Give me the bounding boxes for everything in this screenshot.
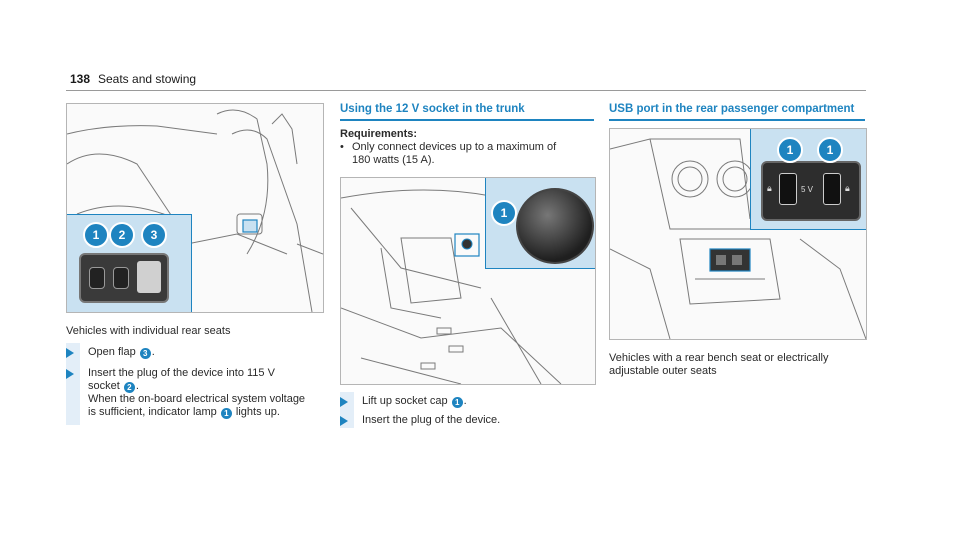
- section-heading-usb-port: USB port in the rear passenger compartme…: [609, 103, 855, 115]
- seat-illustration: [67, 109, 323, 312]
- usb-figure: 🔒︎ 5 V 🔒︎ 1 1: [609, 128, 867, 340]
- figure-badge-2: 2: [109, 222, 135, 248]
- section-heading-trunk-socket: Using the 12 V socket in the trunk: [340, 103, 525, 115]
- socket-icon: [113, 267, 129, 289]
- step-arrow-icon: [340, 397, 348, 407]
- header-divider: [66, 90, 866, 91]
- ref-badge: 1: [451, 397, 463, 408]
- step-insert-device-plug: Insert the plug of the device.: [362, 414, 501, 426]
- step-arrow-icon: [340, 416, 348, 426]
- trunk-illustration: [341, 189, 562, 384]
- section-title: Seats and stowing: [98, 72, 197, 86]
- figure-caption: Vehicles with individual rear seats: [66, 325, 231, 337]
- step-arrow-icon: [66, 369, 74, 379]
- step-insert-plug: Insert the plug of the device into 115 V…: [66, 367, 305, 419]
- requirements: Requirements: • Only connect devices up …: [340, 128, 557, 166]
- usb-voltage-label: 5 V: [801, 185, 814, 194]
- socket-panel: [79, 253, 169, 303]
- step-marker-bar: [66, 343, 80, 425]
- page-number: 138: [70, 72, 91, 86]
- socket-icon: [89, 267, 105, 289]
- step-lift-cap: Lift up socket cap 1.: [340, 395, 467, 408]
- figure-badge-1: 1: [817, 137, 843, 163]
- lock-icon: 🔒︎: [767, 183, 772, 193]
- ref-badge: 3: [139, 348, 151, 359]
- usb-port-icon: [779, 173, 797, 205]
- ref-badge: 1: [220, 408, 232, 419]
- flap: [137, 261, 161, 293]
- ref-badge: 2: [123, 382, 135, 393]
- usb-inset: 🔒︎ 5 V 🔒︎: [750, 129, 866, 230]
- usb-port-icon: [823, 173, 841, 205]
- figure-badge-1: 1: [777, 137, 803, 163]
- step-open-flap: Open flap 3.: [66, 346, 155, 359]
- trunk-figure: 1: [340, 177, 596, 385]
- figure-badge-1: 1: [83, 222, 109, 248]
- lock-icon: 🔒︎: [845, 183, 850, 193]
- step-arrow-icon: [66, 348, 74, 358]
- section-rule: [340, 119, 594, 121]
- rear-seat-figure: 1 2 3: [66, 103, 324, 313]
- figure-badge-3: 3: [141, 222, 167, 248]
- figure-badge-1: 1: [491, 200, 517, 226]
- figure-caption: Vehicles with a rear bench seat or elect…: [609, 352, 829, 377]
- socket-cap: [516, 188, 594, 264]
- usb-panel: 🔒︎ 5 V 🔒︎: [761, 161, 861, 221]
- console-illustration: [610, 138, 866, 339]
- section-rule: [609, 119, 865, 121]
